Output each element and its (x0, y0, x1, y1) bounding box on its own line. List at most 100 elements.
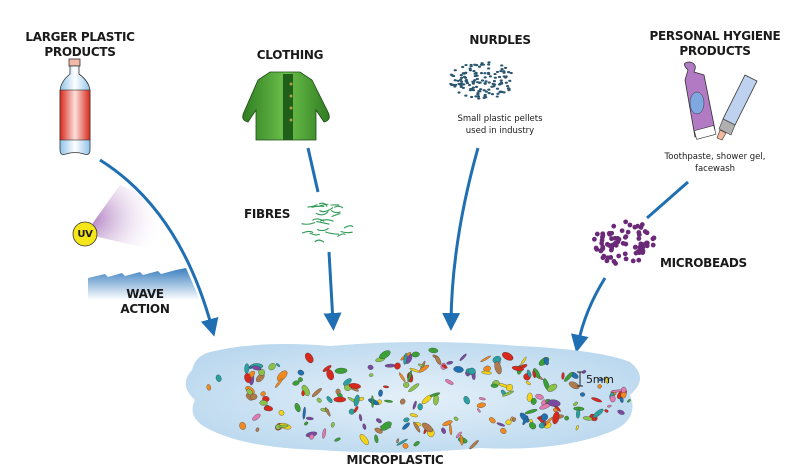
microbead (619, 228, 625, 234)
plastic-fragment (398, 372, 406, 382)
plastic-fragment (268, 363, 276, 371)
plastic-fragment (206, 384, 212, 391)
plastic-fragment (407, 370, 412, 383)
plastic-fragment (547, 399, 561, 407)
plastic-fragment (371, 395, 374, 408)
fibre (316, 220, 330, 225)
plastic-fragment (627, 399, 631, 403)
nurdle (457, 82, 461, 85)
nurdle (484, 80, 488, 83)
plastic-fragment (535, 393, 544, 400)
plastic-fragment (476, 402, 486, 408)
plastic-fragment (529, 422, 536, 430)
plastic-fragment (530, 397, 537, 405)
plastic-fragment (276, 363, 281, 367)
arrow-nurdles-to-microplastic (442, 147, 480, 331)
nurdle (506, 71, 511, 74)
nurdle (464, 71, 468, 75)
microbead (616, 253, 622, 259)
nurdle (463, 76, 468, 79)
plastic-fragment (575, 425, 579, 431)
nurdle (476, 95, 481, 98)
nurdle (505, 84, 510, 88)
plastic-fragment (396, 438, 399, 444)
nurdles-title: NURDLES (469, 33, 531, 47)
plastic-fragment (429, 392, 441, 397)
plastic-fragment (376, 418, 382, 424)
plastic-fragment (374, 427, 383, 434)
plastic-fragment (301, 390, 305, 397)
title-line: LARGER PLASTIC (25, 30, 135, 44)
plastic-fragment (441, 364, 448, 369)
nurdle (449, 82, 453, 86)
plastic-fragment (411, 351, 420, 358)
plastic-fragment (334, 367, 348, 374)
plastic-fragment (525, 381, 531, 385)
title-line: PRODUCTS (679, 44, 751, 58)
microbead (640, 248, 646, 254)
plastic-fragment (480, 355, 491, 363)
nurdle (499, 79, 503, 82)
nurdle (462, 83, 466, 86)
plastic-fragment (413, 421, 421, 433)
plastic-fragment (463, 396, 470, 405)
plastic-fragment (378, 389, 383, 397)
plastic-fragment (335, 388, 341, 395)
uv-sun-icon (72, 185, 165, 250)
nurdle (496, 92, 500, 95)
microbead (608, 247, 614, 253)
plastic-fragment (413, 441, 420, 447)
nurdle (500, 67, 504, 71)
plastic-fragment (252, 413, 261, 421)
plastic-fragment (305, 416, 314, 421)
label-line: ACTION (120, 302, 170, 316)
microplastic-fragments (206, 347, 631, 450)
plastic-fragment (547, 383, 558, 392)
nurdle (461, 72, 465, 75)
fibre (334, 205, 344, 209)
plastic-fragment (292, 380, 300, 386)
nurdle (490, 85, 494, 88)
nurdle (487, 88, 491, 91)
microbead (633, 244, 638, 250)
plastic-fragment (564, 415, 569, 421)
fibres-label: FIBRES (244, 207, 291, 221)
nurdle (506, 87, 511, 90)
plastic-fragment (403, 382, 410, 388)
microbead (611, 258, 617, 264)
microbead (598, 248, 604, 254)
plastic-fragment (249, 393, 258, 400)
nurdle (500, 64, 504, 67)
nurdle (470, 95, 474, 99)
plastic-fragment (512, 417, 516, 422)
nurdle (471, 82, 475, 85)
nurdle (482, 89, 486, 92)
plastic-fragment (469, 440, 479, 450)
plastic-fragment (449, 423, 453, 436)
nurdle (487, 61, 491, 64)
plastic-fragment (524, 409, 538, 415)
plastic-fragment (417, 403, 423, 411)
water-puddle (185, 342, 640, 453)
plastic-fragment (496, 422, 506, 427)
plastic-fragment (552, 411, 560, 425)
microbead (606, 231, 612, 236)
plastic-fragment (384, 399, 393, 403)
plastic-fragment (505, 419, 512, 425)
nurdle (453, 69, 457, 72)
plastic-fragment (481, 370, 492, 375)
plastic-fragment (348, 383, 361, 389)
nurdles-icon (449, 61, 513, 100)
nurdle (483, 82, 487, 85)
microbead (636, 230, 642, 235)
plastic-fragment (259, 400, 268, 406)
caption-line: Small plastic pellets (457, 114, 543, 124)
plastic-fragment (379, 350, 391, 360)
plastic-fragment (541, 413, 549, 421)
plastic-fragment (305, 352, 314, 364)
nurdle (457, 91, 461, 94)
plastic-fragment (403, 352, 408, 365)
title-line: PERSONAL HYGIENE (649, 29, 781, 43)
